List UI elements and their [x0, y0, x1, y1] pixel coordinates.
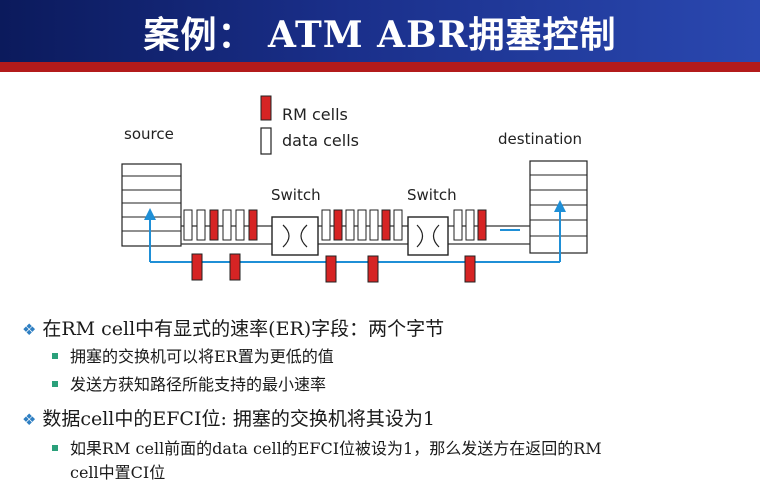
atm-abr-diagram: RM cells data cells source destination S…	[121, 95, 588, 283]
legend-data-swatch	[260, 127, 272, 155]
destination-node	[529, 160, 588, 254]
returning-rm-cells	[191, 253, 476, 283]
cell-queue-1	[183, 209, 258, 241]
diamond-bullet-icon: ❖	[22, 320, 37, 339]
source-node	[121, 163, 182, 247]
cell-queue-3	[453, 209, 487, 241]
square-bullet-icon	[52, 380, 58, 387]
switch1-label: Switch	[271, 186, 321, 204]
bullet-1: ❖在RM cell中有显式的速率(ER)字段：两个字节	[22, 318, 445, 340]
legend-rm-label: RM cells	[282, 105, 348, 124]
bullet-1-sub-2: 发送方获知路径所能支持的最小速率	[52, 374, 326, 396]
diamond-bullet-icon: ❖	[22, 410, 37, 429]
cell-queue-2	[321, 209, 403, 241]
legend-data-label: data cells	[282, 131, 359, 150]
square-bullet-icon	[52, 352, 58, 359]
destination-label: destination	[498, 130, 582, 148]
bullet-2: ❖数据cell中的EFCI位: 拥塞的交换机将其设为1	[22, 408, 436, 430]
slide-title: 案例： ATM ABR拥塞控制	[143, 14, 617, 56]
bullet-2-sub-1-cont: cell中置CI位	[70, 463, 166, 482]
bullet-2-sub-1: 如果RM cell前面的data cell的EFCI位被设为1，那么发送方在返回…	[52, 438, 602, 460]
rm-feedback-path	[144, 200, 566, 263]
legend-rm-swatch	[260, 95, 272, 121]
switch1	[271, 216, 319, 256]
header-bar	[0, 0, 760, 62]
square-bullet-icon	[52, 444, 58, 451]
header-accent-stripe	[0, 62, 760, 72]
switch2	[407, 216, 449, 256]
bullet-1-sub-1: 拥塞的交换机可以将ER置为更低的值	[52, 346, 334, 368]
switch2-label: Switch	[407, 186, 457, 204]
source-label: source	[124, 125, 174, 143]
